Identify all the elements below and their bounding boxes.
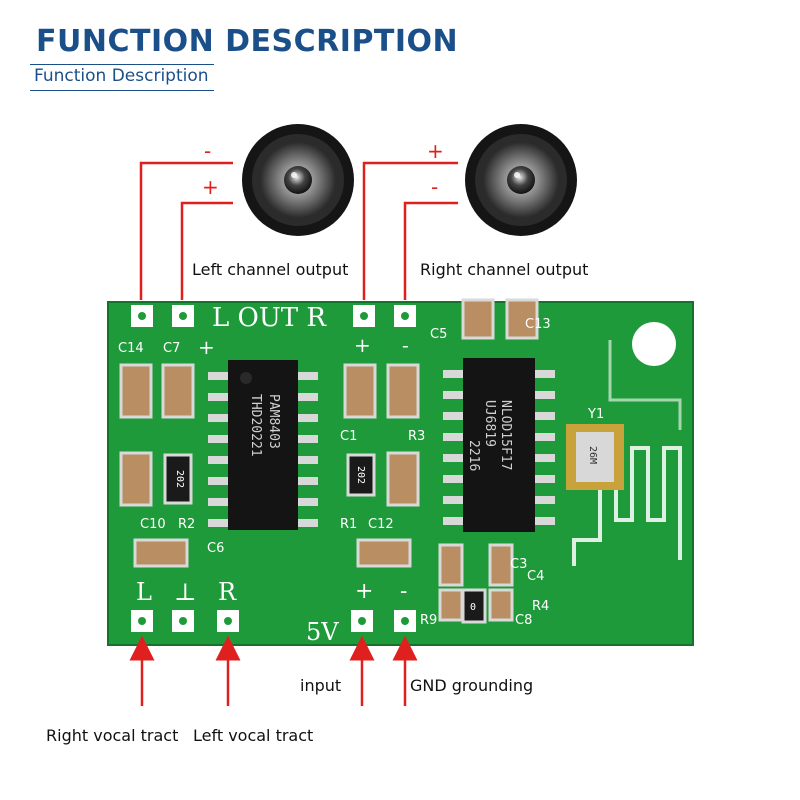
ref-r3: R3	[408, 429, 425, 444]
silkscreen-5v: 5V	[306, 618, 339, 646]
chip2-marking-line1: NLOD15F17	[498, 400, 513, 470]
bottom-pin-row	[131, 610, 416, 632]
resistor-r1-marking: 202	[355, 466, 366, 484]
subtitle-underline	[30, 90, 214, 91]
pam8403-chip	[208, 360, 318, 530]
ref-c3: C3	[510, 557, 527, 572]
ref-c5: C5	[430, 327, 447, 342]
silkscreen-l: L	[136, 578, 152, 606]
ref-c1: C1	[340, 429, 357, 444]
silkscreen-plus-left: +	[198, 335, 215, 359]
left-speaker-wires	[139, 161, 233, 300]
silkscreen-lout-r: L OUT R	[212, 303, 327, 333]
gnd-grounding-label: GND grounding	[410, 676, 534, 695]
crystal-oscillator	[566, 424, 624, 490]
silkscreen-ground: ⊥	[174, 578, 197, 606]
resistor-r2-marking: 202	[174, 470, 185, 488]
top-pin-row	[131, 305, 416, 327]
right-vocal-tract-label: Right vocal tract	[46, 726, 179, 745]
input-arrows	[129, 635, 418, 706]
right-speaker-icon	[465, 124, 577, 236]
ref-c10: C10	[140, 517, 166, 532]
silkscreen-plus-right: +	[354, 333, 371, 357]
title-divider	[30, 64, 214, 65]
silkscreen-r: R	[218, 578, 237, 606]
page-subtitle: Function Description	[34, 66, 209, 86]
left-speaker-plus-label: +	[202, 175, 219, 199]
ref-y1: Y1	[587, 407, 604, 422]
crystal-marking: 26M	[587, 446, 598, 464]
chip1-marking-line1: PAM8403	[266, 394, 281, 449]
resistor-r9-marking: 0	[470, 602, 476, 613]
ref-c8: C8	[515, 613, 532, 628]
right-speaker-plus-label: +	[427, 139, 444, 163]
right-channel-output-label: Right channel output	[420, 260, 589, 279]
bluetooth-chip	[443, 358, 555, 532]
ref-c12: C12	[368, 517, 394, 532]
ref-c13: C13	[525, 317, 551, 332]
left-speaker-icon	[242, 124, 354, 236]
chip1-marking-line2: THD20221	[248, 394, 263, 457]
ref-c4: C4	[527, 569, 544, 584]
ref-r1: R1	[340, 517, 357, 532]
chip2-marking-line3: 2216	[466, 440, 481, 471]
ref-c6: C6	[207, 541, 224, 556]
smd-components	[119, 298, 539, 624]
page-title: FUNCTION DESCRIPTION	[36, 24, 459, 59]
ref-c14: C14	[118, 341, 144, 356]
silkscreen-plus-5v: +	[355, 579, 373, 604]
ref-r2: R2	[178, 517, 195, 532]
silkscreen-minus-right: -	[402, 333, 409, 357]
silkscreen-minus-gnd: -	[400, 579, 407, 604]
left-speaker-minus-label: -	[204, 139, 211, 163]
right-speaker-minus-label: -	[431, 175, 438, 199]
input-label: input	[300, 676, 342, 695]
ref-r9: R9	[420, 613, 437, 628]
left-vocal-tract-label: Left vocal tract	[193, 726, 314, 745]
chip2-marking-line2: UJ6819	[482, 400, 497, 447]
ref-r4: R4	[532, 599, 549, 614]
left-channel-output-label: Left channel output	[192, 260, 349, 279]
right-speaker-wires	[362, 161, 458, 300]
ref-c7: C7	[163, 341, 180, 356]
